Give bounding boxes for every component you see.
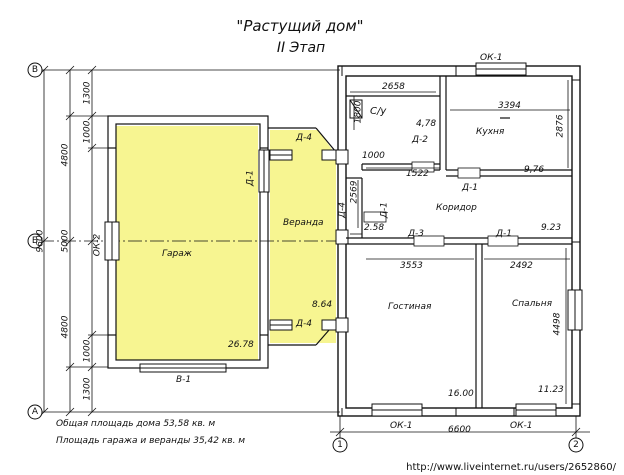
area-su: 4,78 — [416, 119, 436, 129]
house-wall-posts — [341, 66, 580, 416]
area-bedroom: 11.23 — [538, 385, 564, 395]
area-veranda: 8.64 — [312, 300, 332, 310]
garage-window-ok2 — [104, 221, 120, 261]
room-label-bedroom: Спальня — [512, 299, 553, 309]
axis-label-a: А — [32, 407, 39, 417]
interior-door-gaps — [363, 161, 519, 247]
room-label-corridor: Коридор — [436, 203, 477, 213]
room-label-su: С/у — [370, 106, 387, 117]
axis-label-2: 2 — [573, 440, 579, 450]
note-garage-area: Площадь гаража и веранды 35,42 кв. м — [56, 436, 245, 446]
dim-left-1000-top: 1000 — [83, 120, 93, 143]
label-v1: В-1 — [176, 375, 191, 385]
label-ok1-bottom-left: ОК-1 — [390, 421, 412, 431]
garage-fill — [116, 126, 258, 360]
dim-left-5000: 5000 — [61, 229, 71, 252]
dim-left-4800-top: 4800 — [61, 143, 71, 166]
toilet-fixtures — [349, 99, 363, 119]
area-living: 16.00 — [448, 389, 474, 399]
label-d1-veranda: Д-1 — [246, 170, 256, 187]
axis-bubble-a: А — [27, 404, 43, 420]
axis-label-v: В — [32, 65, 38, 75]
veranda-walls — [268, 127, 337, 346]
label-d2: Д-2 — [411, 135, 428, 145]
garage-door-d1 — [258, 149, 270, 193]
right-window-bedroom — [567, 289, 583, 331]
dim-1522: 1522 — [406, 169, 429, 179]
interior-walls — [346, 76, 572, 408]
dim-left-1300-top: 1300 — [83, 81, 93, 104]
axis-bubble-v: В — [27, 62, 43, 78]
dim-2658: 2658 — [382, 82, 405, 92]
label-d4-top: Д-4 — [295, 133, 312, 143]
dim-6600: 6600 — [448, 425, 471, 435]
dim-3394: 3394 — [498, 101, 521, 111]
garage-gate-v1 — [139, 363, 227, 373]
label-d3: Д-3 — [407, 229, 424, 239]
label-d1-corridor: Д-1 — [380, 202, 390, 219]
area-garage: 26.78 — [228, 340, 254, 350]
label-ok1-bottom-right: ОК-1 — [510, 421, 532, 431]
label-d1-bedroom: Д-1 — [495, 229, 512, 239]
veranda-door-top — [269, 149, 339, 161]
axis-bubble-2: 2 — [568, 437, 584, 453]
top-window-ok1 — [475, 62, 527, 76]
bottom-window-right — [515, 403, 557, 417]
room-label-living: Гостиная — [388, 302, 432, 312]
watermark-url: http://www.liveinternet.ru/users/2652860… — [406, 462, 617, 473]
axis-bubble-b: Б — [27, 233, 43, 249]
dim-2876: 2876 — [556, 114, 566, 137]
dim-4498: 4498 — [553, 312, 563, 335]
room-label-kitchen: Кухня — [476, 127, 505, 137]
label-ok2: ОК-2 — [93, 234, 103, 257]
area-corridor: 9.23 — [541, 223, 561, 233]
veranda-fill — [270, 130, 336, 343]
dim-1800: 1800 — [354, 100, 364, 123]
room-label-garage: Гараж — [162, 249, 193, 259]
house-outer-walls — [337, 65, 581, 417]
plan-subtitle: II Этап — [277, 40, 325, 56]
label-ok1-top: ОК-1 — [480, 53, 502, 63]
axis-bubble-1: 1 — [332, 437, 348, 453]
label-d4-bottom: Д-4 — [295, 319, 312, 329]
label-d4-mid: Д-4 — [338, 202, 348, 219]
plan-title: "Растущий дом" — [236, 17, 363, 35]
label-d1-kitchen: Д-1 — [461, 183, 478, 193]
room-label-veranda: Веранда — [283, 218, 324, 228]
dim-2492: 2492 — [510, 261, 533, 271]
dim-left-1300-bottom: 1300 — [83, 377, 93, 400]
dim-3553: 3553 — [400, 261, 423, 271]
dim-2-58: 2.58 — [364, 223, 384, 233]
dim-2569: 2569 — [350, 180, 360, 203]
dim-left-1000-bottom: 1000 — [83, 339, 93, 362]
house-dimension-lines — [350, 80, 570, 404]
note-house-area: Общая площадь дома 53,58 кв. м — [56, 419, 215, 429]
axis-label-b: Б — [32, 236, 38, 246]
area-kitchen: 9,76 — [524, 165, 544, 175]
axis-label-1: 1 — [337, 440, 343, 450]
bottom-window-left — [371, 403, 423, 417]
left-window-living — [335, 149, 349, 333]
dim-left-9600: 9600 — [36, 229, 46, 252]
dim-1000-inner: 1000 — [362, 151, 385, 161]
dim-left-4800-bottom: 4800 — [61, 315, 71, 338]
